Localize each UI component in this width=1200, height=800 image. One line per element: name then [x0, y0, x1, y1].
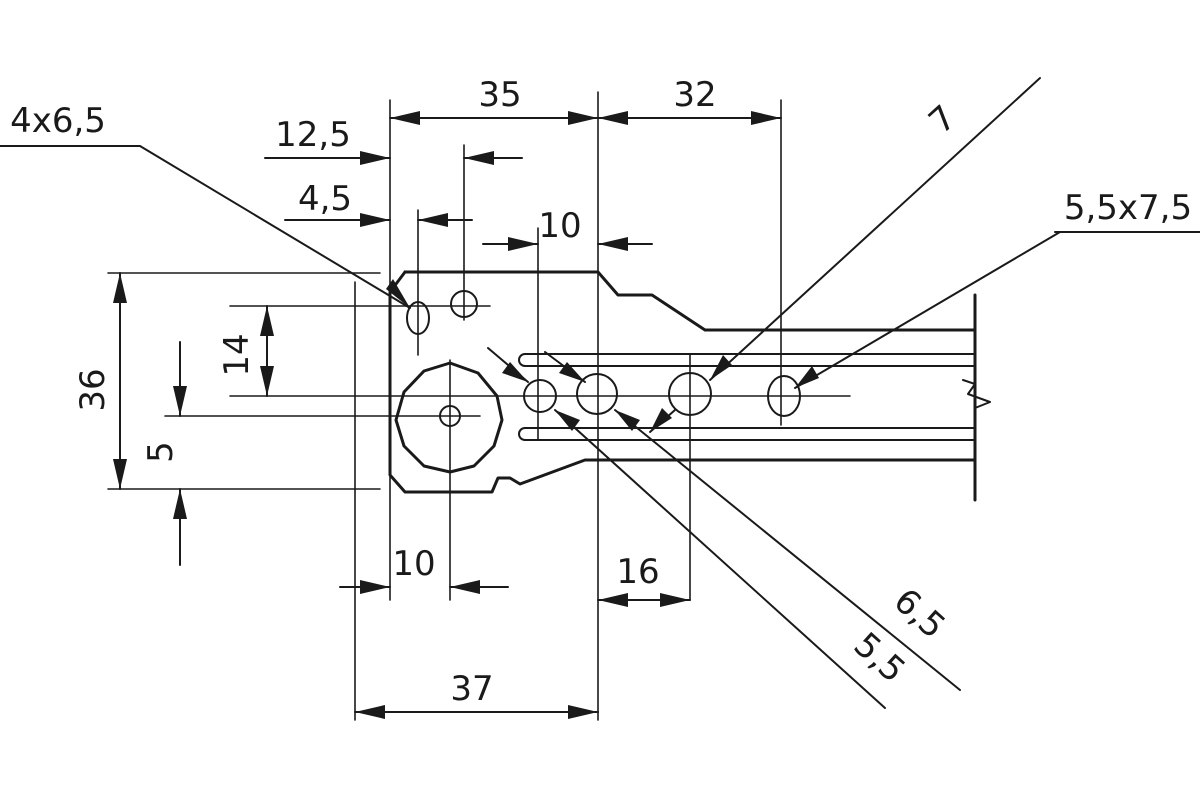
dim-14-label: 14: [217, 333, 257, 376]
slot-rails: [518, 353, 976, 441]
large-hole-icon: [394, 361, 504, 474]
dim-35-label: 35: [478, 75, 521, 115]
dim-36-label: 36: [73, 368, 113, 411]
dim-37-label: 37: [450, 669, 493, 709]
dim-32-label: 32: [673, 75, 716, 115]
dim-10-bottom-label: 10: [392, 544, 435, 584]
dimension-labels: 35 32 12,5 4,5 10 36 14 5 10 16 37: [73, 75, 717, 709]
callout-4x6-5-label: 4x6,5: [10, 101, 106, 141]
hole-6-5-icon: [576, 373, 618, 415]
dim-12-5-label: 12,5: [275, 115, 351, 155]
callout-5-5x7-5-label: 5,5x7,5: [1064, 188, 1192, 228]
hole-callouts: 4x6,5 7 5,5x7,5 6,5 5,5: [10, 98, 1192, 691]
callout-7-label: 7: [921, 98, 964, 142]
dim-5-label: 5: [141, 441, 181, 463]
extension-lines: [107, 91, 851, 721]
dim-16-label: 16: [616, 552, 659, 592]
arrowheads: [113, 111, 819, 719]
dim-4-5-label: 4,5: [298, 179, 352, 219]
dim-10-top-label: 10: [538, 206, 581, 246]
